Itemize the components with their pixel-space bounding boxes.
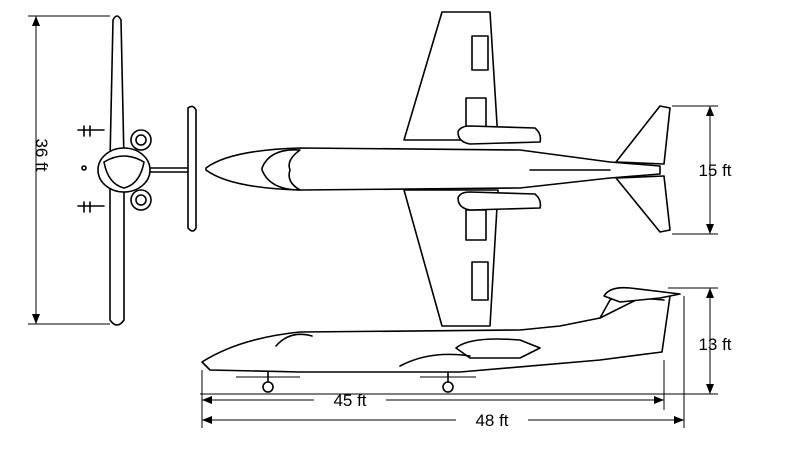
front-canopy [103, 155, 145, 189]
front-stabilizer [187, 105, 197, 232]
side-tail-top [603, 286, 681, 303]
side-engine [455, 338, 541, 359]
front-engine-lower [130, 189, 152, 211]
top-view [205, 11, 671, 327]
top-tail-lower [615, 175, 671, 233]
top-canopy [261, 149, 301, 191]
dim-fuselage-length [201, 360, 665, 428]
top-fuselage [205, 147, 661, 191]
top-tail-upper [615, 105, 671, 165]
tail-span-label: 15 ft [698, 161, 731, 180]
side-main-gear [442, 381, 454, 393]
front-engine-upper [130, 129, 152, 151]
dim-wingspan [28, 15, 110, 325]
top-engine-lower [457, 191, 542, 211]
top-wing-upper [403, 11, 499, 141]
top-wing-lower [403, 189, 499, 327]
wingspan-label: 36 ft [32, 138, 51, 171]
dim-tail-span [672, 105, 718, 235]
front-pod-lower [77, 201, 105, 213]
height-label: 13 ft [698, 335, 731, 354]
side-nose-gear [262, 381, 274, 393]
overall-length-label: 48 ft [475, 411, 508, 430]
side-view [201, 286, 681, 393]
front-view [77, 15, 197, 326]
dim-overall-length [202, 296, 685, 428]
top-engine-upper [457, 125, 542, 145]
side-fuselage [201, 289, 671, 373]
fuselage-length-label: 45 ft [333, 391, 366, 410]
dim-height [200, 287, 718, 395]
front-pod-upper [77, 125, 105, 137]
